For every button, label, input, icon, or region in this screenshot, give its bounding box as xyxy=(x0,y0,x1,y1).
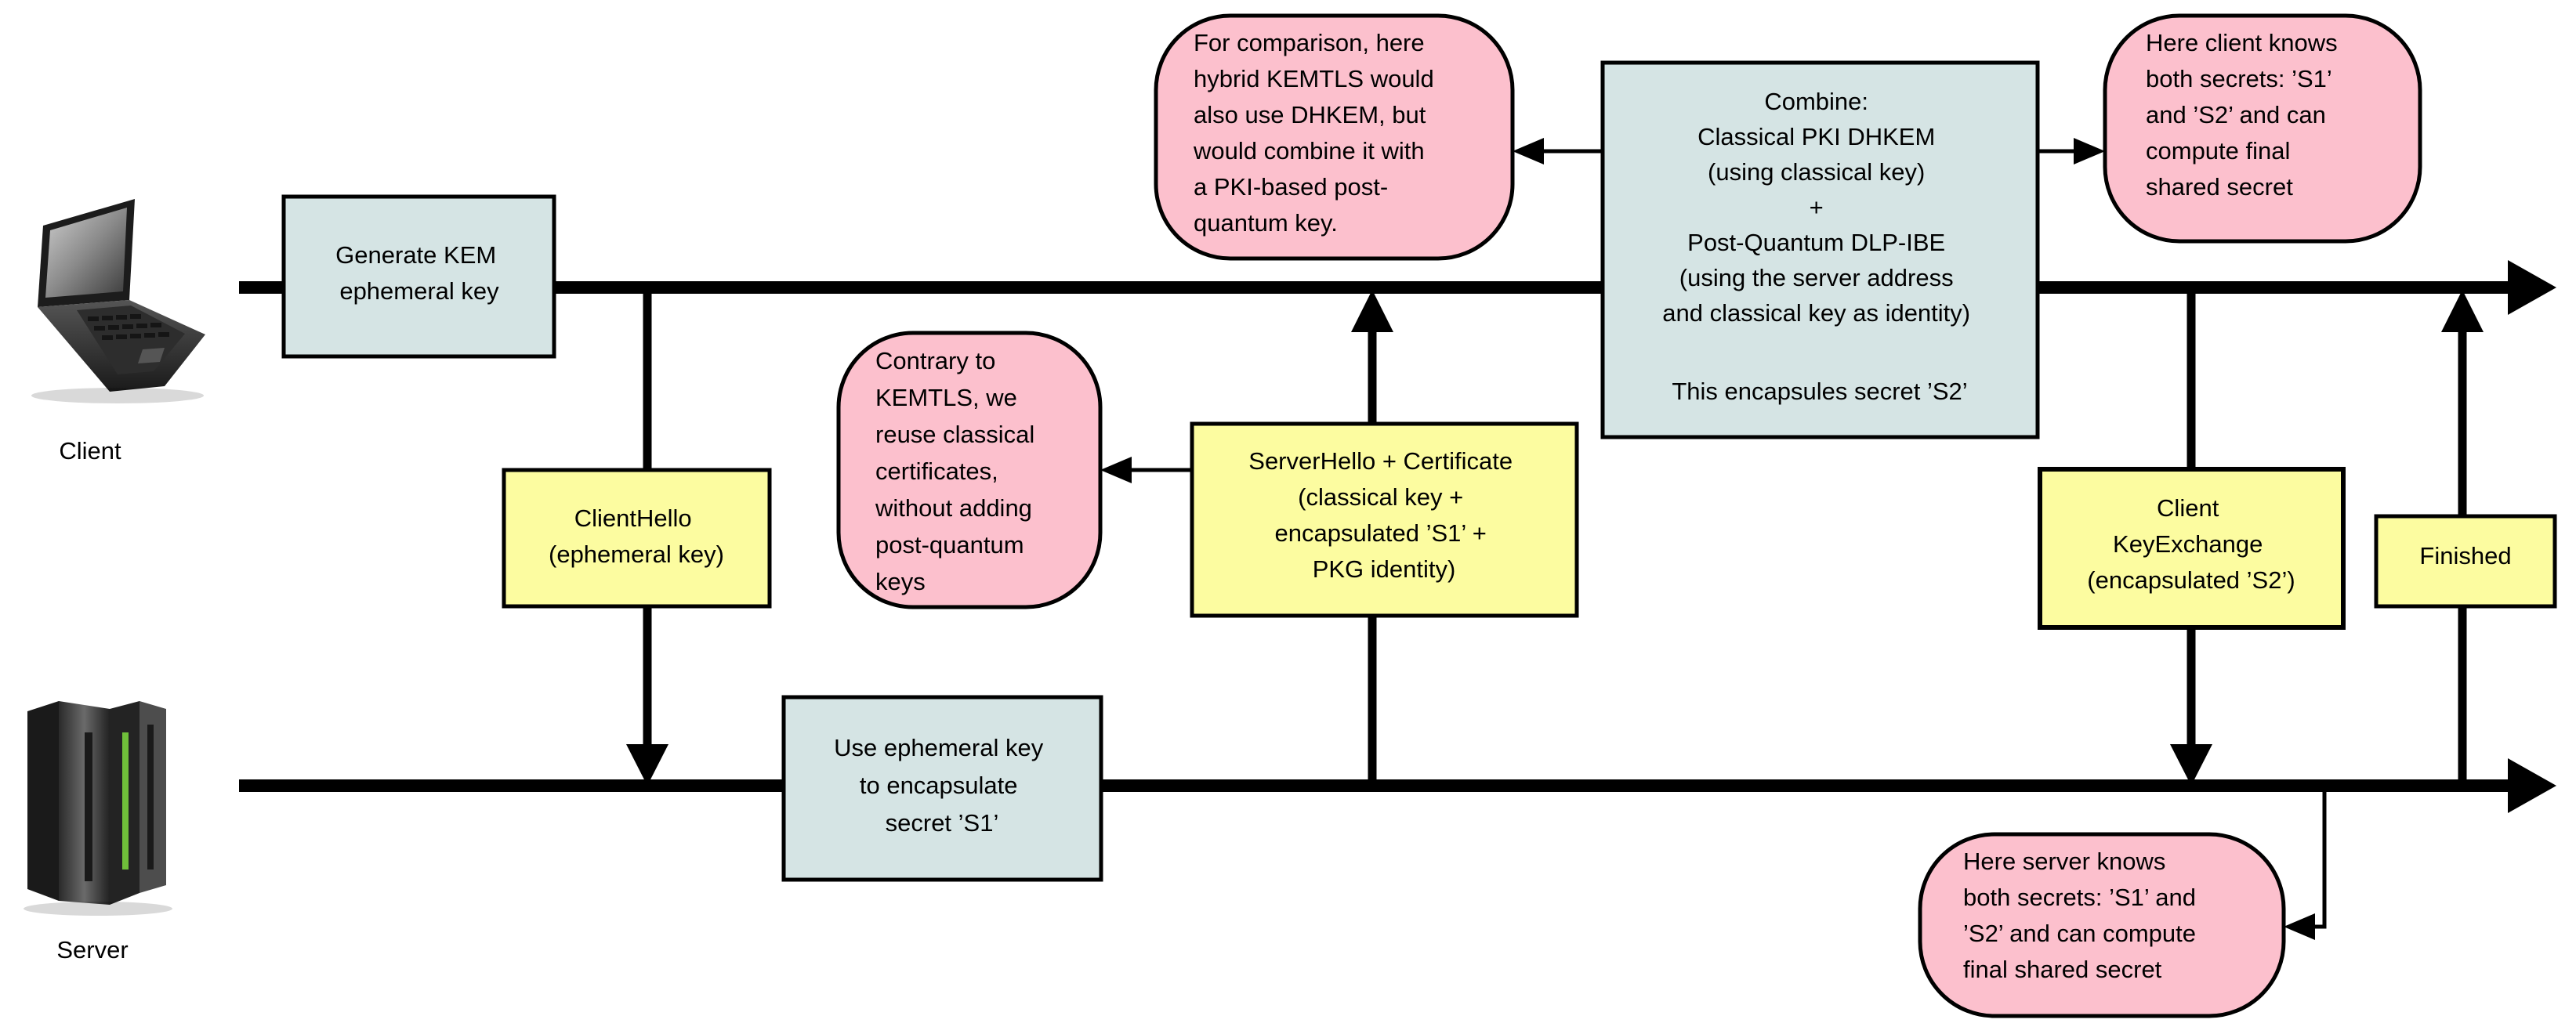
contrary-line: reuse classical xyxy=(875,421,1034,448)
server-hello-to-contrary-arrow xyxy=(1100,457,1192,483)
server-knows-line: Here server knows xyxy=(1963,848,2165,875)
server-hello-line: encapsulated ’S1’ + xyxy=(1275,519,1487,547)
client-knows-line: compute final xyxy=(2146,137,2290,164)
client-key-exchange-line: (encapsulated ’S2’) xyxy=(2087,566,2295,594)
encapsulate-text: Use ephemeral key to encapsulate secret … xyxy=(834,734,1050,837)
comparison-text: For comparison, here hybrid KEMTLS would… xyxy=(1193,29,1440,237)
server-hello-box: ServerHello + Certificate (classical key… xyxy=(1190,421,1579,618)
finished-box: Finished xyxy=(2374,514,2557,609)
contrary-note: Contrary to KEMTLS, we reuse classical c… xyxy=(836,331,1103,609)
finished-line: Finished xyxy=(2419,542,2511,569)
finished-text: Finished xyxy=(2419,542,2511,569)
client-knows-note: Here client knows both secrets: ’S1’ and… xyxy=(2103,13,2422,244)
server-rack-icon xyxy=(24,701,172,916)
client-label: Client xyxy=(59,437,121,465)
combine-line: (using classical key) xyxy=(1708,158,1925,186)
combine-box: Combine: Classical PKI DHKEM (using clas… xyxy=(1600,60,2040,439)
contrary-line: certificates, xyxy=(875,457,998,485)
client-knows-line: both secrets: ’S1’ xyxy=(2146,65,2331,92)
generate-kem-box: Generate KEM ephemeral key xyxy=(281,194,556,359)
generate-kem-line: ephemeral key xyxy=(339,277,499,305)
client-hello-line: (ephemeral key) xyxy=(549,540,724,568)
combine-line: This encapsules secret ’S2’ xyxy=(1672,378,1967,405)
combine-to-comparison-arrow xyxy=(1513,138,1603,164)
server-hello-text: ServerHello + Certificate (classical key… xyxy=(1248,447,1519,583)
server-hello-line: (classical key + xyxy=(1298,483,1463,511)
comparison-line: a PKI-based post- xyxy=(1194,173,1388,201)
contrary-text: Contrary to KEMTLS, we reuse classical c… xyxy=(875,347,1042,595)
combine-line: Post-Quantum DLP-IBE xyxy=(1687,229,1945,256)
client-knows-line: Here client knows xyxy=(2146,29,2338,56)
contrary-line: KEMTLS, we xyxy=(875,384,1017,411)
comparison-line: would combine it with xyxy=(1193,137,1425,164)
client-key-exchange-box: Client KeyExchange (encapsulated ’S2’) xyxy=(2038,467,2346,630)
encapsulate-line: secret ’S1’ xyxy=(886,809,999,837)
combine-line: + xyxy=(1810,193,1824,221)
comparison-line: hybrid KEMTLS would xyxy=(1194,65,1434,92)
server-knows-line: both secrets: ’S1’ and xyxy=(1963,884,2196,911)
client-key-exchange-line: KeyExchange xyxy=(2113,530,2263,558)
server-knows-note: Here server knows both secrets: ’S1’ and… xyxy=(1918,832,2286,1018)
server-knows-line: ’S2’ and can compute xyxy=(1963,920,2196,947)
comparison-line: quantum key. xyxy=(1194,209,1338,237)
client-knows-line: shared secret xyxy=(2146,173,2293,201)
server-timeline xyxy=(239,758,2556,813)
contrary-line: Contrary to xyxy=(875,347,995,374)
laptop-icon xyxy=(31,199,205,403)
server-hello-line: PKG identity) xyxy=(1313,555,1456,583)
client-knows-line: and ’S2’ and can xyxy=(2146,101,2326,128)
comparison-line: also use DHKEM, but xyxy=(1194,101,1426,128)
encapsulate-line: Use ephemeral key xyxy=(834,734,1044,761)
combine-line: Combine: xyxy=(1764,88,1868,115)
client-key-exchange-text: Client KeyExchange (encapsulated ’S2’) xyxy=(2087,494,2295,594)
contrary-line: post-quantum xyxy=(875,531,1024,559)
server-label: Server xyxy=(56,936,128,964)
client-timeline xyxy=(239,260,2556,315)
combine-to-client-knows-arrow xyxy=(2038,138,2105,164)
generate-kem-line: Generate KEM xyxy=(335,241,496,269)
client-hello-line: ClientHello xyxy=(574,504,692,532)
server-knows-line: final shared secret xyxy=(1963,956,2162,983)
generate-kem-text: Generate KEM ephemeral key xyxy=(335,241,503,305)
combine-line: Classical PKI DHKEM xyxy=(1697,123,1935,150)
comparison-line: For comparison, here xyxy=(1194,29,1425,56)
client-key-exchange-line: Client xyxy=(2157,494,2219,522)
contrary-line: without adding xyxy=(875,494,1032,522)
comparison-note: For comparison, here hybrid KEMTLS would… xyxy=(1154,13,1515,261)
combine-line: and classical key as identity) xyxy=(1662,299,1970,327)
encapsulate-line: to encapsulate xyxy=(860,772,1018,799)
encapsulate-box: Use ephemeral key to encapsulate secret … xyxy=(781,695,1103,882)
client-hello-box: ClientHello (ephemeral key) xyxy=(502,468,772,609)
contrary-line: keys xyxy=(875,568,926,595)
timeline-to-server-knows-arrow xyxy=(2284,790,2327,940)
server-hello-line: ServerHello + Certificate xyxy=(1248,447,1513,475)
combine-line: (using the server address xyxy=(1679,264,1954,291)
server-knows-text: Here server knows both secrets: ’S1’ and… xyxy=(1963,848,2203,983)
client-knows-text: Here client knows both secrets: ’S1’ and… xyxy=(2146,29,2344,201)
combine-text: Combine: Classical PKI DHKEM (using clas… xyxy=(1662,88,1976,405)
client-hello-text: ClientHello (ephemeral key) xyxy=(549,504,724,568)
